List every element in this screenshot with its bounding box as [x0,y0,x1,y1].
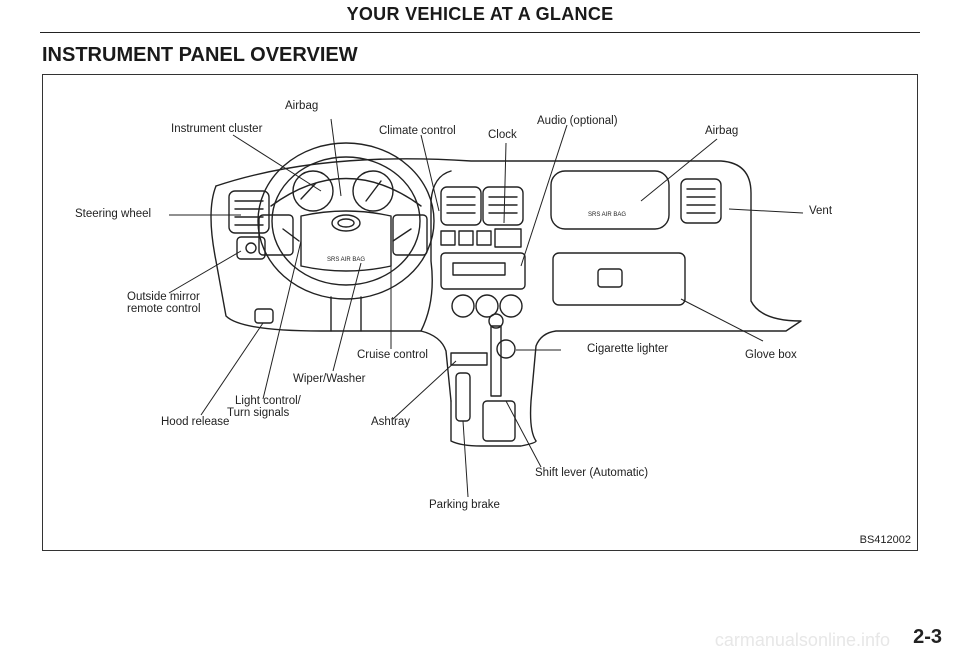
mirror-switch [236,236,266,260]
section-title: INSTRUMENT PANEL OVERVIEW [42,44,358,66]
label-outside-mirror-1: Outside mirror [127,291,200,303]
climate-knob-3 [499,294,523,318]
label-clock: Clock [488,129,517,141]
center-vent-right [482,186,524,226]
passenger-airbag-panel [550,170,670,230]
ashtray [450,352,488,366]
center-vent-left [440,186,482,226]
label-cigarette-lighter: Cigarette lighter [587,343,669,355]
instrument-panel-illustration: SRS AIR BAG SRS AIR BAG [168,118,804,498]
label-climate-control: Climate control [379,125,456,137]
instrument-cluster [270,177,422,207]
label-cruise-control: Cruise control [357,349,428,361]
label-steering-wheel: Steering wheel [75,208,152,220]
shift-lever [490,325,502,397]
audio-unit [440,252,526,290]
label-ashtray: Ashtray [371,416,410,428]
watermark: carmanualsonline.info [714,630,890,650]
srs-wheel-text: SRS AIR BAG [327,257,365,263]
label-light-control-2: Turn signals [227,407,290,419]
hood-release-handle [254,308,274,324]
glove-box [552,252,686,306]
label-vent: Vent [809,205,833,217]
parking-brake [455,372,471,422]
label-audio: Audio (optional) [537,115,618,127]
label-instrument-cluster: Instrument cluster [171,123,263,135]
label-wiper-washer: Wiper/Washer [293,373,366,385]
label-airbag-top: Airbag [285,100,319,112]
clock-display [494,228,522,248]
header-rule [40,32,920,33]
label-outside-mirror-2: remote control [127,303,201,315]
steering-wheel-rim [257,142,435,300]
label-light-control-1: Light control/ [235,395,301,407]
left-vent [228,190,270,234]
label-shift-lever: Shift lever (Automatic) [535,467,649,479]
label-glove-box: Glove box [745,349,797,361]
srs-dash-text: SRS AIR BAG [588,212,626,218]
figure-code: BS412002 [859,534,911,546]
dashboard-outline [215,158,802,442]
right-vent [680,178,722,224]
label-hood-release: Hood release [161,416,230,428]
climate-knob-2 [475,294,499,318]
figure-frame: SRS AIR BAG SRS AIR BAG Airbag Instrumen… [42,74,918,551]
label-parking-brake: Parking brake [429,499,500,511]
cigarette-lighter [496,339,516,359]
page-header: YOUR VEHICLE AT A GLANCE [346,4,614,24]
climate-knob-1 [451,294,475,318]
label-airbag-right: Airbag [705,125,739,137]
page-number: 2-3 [913,626,942,648]
